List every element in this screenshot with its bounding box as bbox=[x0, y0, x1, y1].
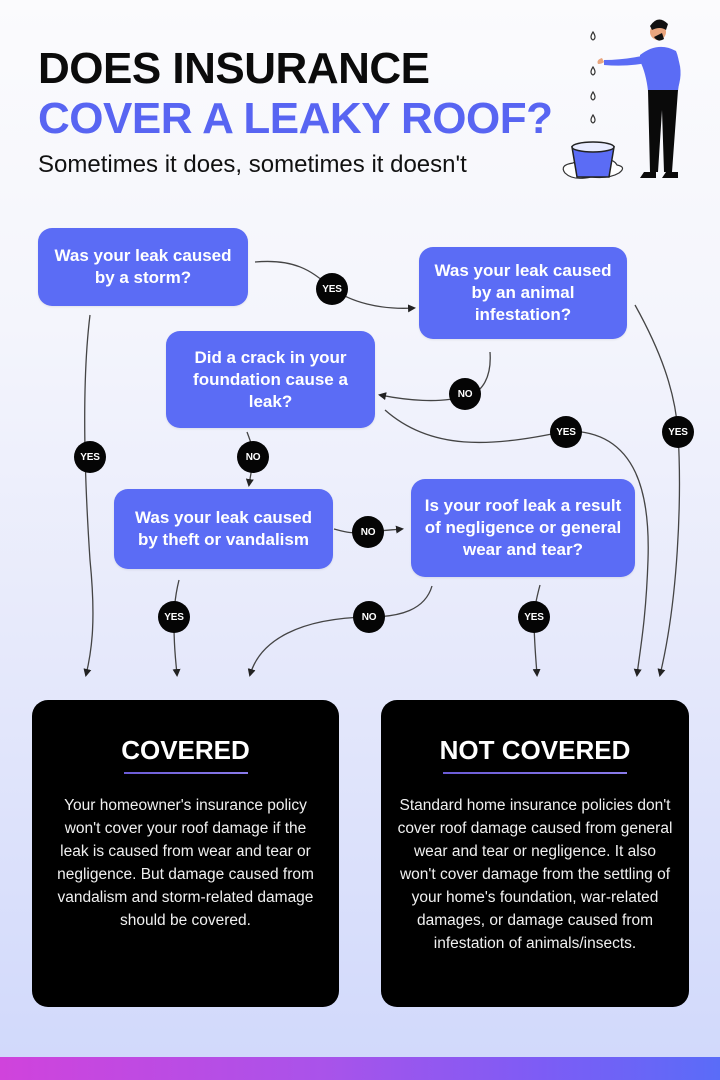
no-badge: NO bbox=[352, 516, 384, 548]
question-animal: Was your leak caused by an animal infest… bbox=[419, 247, 627, 339]
no-badge: NO bbox=[449, 378, 481, 410]
yes-badge: YES bbox=[316, 273, 348, 305]
question-storm-text: Was your leak caused by a storm? bbox=[54, 246, 232, 287]
covered-title: COVERED bbox=[121, 735, 250, 765]
question-foundation: Did a crack in your foundation cause a l… bbox=[166, 331, 375, 428]
question-negligence-text: Is your roof leak a result of negligence… bbox=[424, 496, 622, 559]
man-with-bucket-icon bbox=[562, 19, 681, 179]
title-line-2: COVER A LEAKY ROOF? bbox=[38, 94, 553, 143]
not-covered-box: NOT COVERED Standard home insurance poli… bbox=[381, 700, 689, 1007]
covered-body: Your homeowner's insurance policy won't … bbox=[57, 797, 314, 929]
not-covered-title: NOT COVERED bbox=[439, 735, 631, 765]
question-theft-text: Was your leak caused by theft or vandali… bbox=[134, 508, 312, 549]
not-covered-divider bbox=[443, 772, 627, 774]
yes-badge: YES bbox=[74, 441, 106, 473]
no-badge: NO bbox=[353, 601, 385, 633]
yes-badge: YES bbox=[158, 601, 190, 633]
subtitle: Sometimes it does, sometimes it doesn't bbox=[38, 151, 467, 178]
question-animal-text: Was your leak caused by an animal infest… bbox=[434, 261, 612, 324]
question-storm: Was your leak caused by a storm? bbox=[38, 228, 248, 306]
question-foundation-text: Did a crack in your foundation cause a l… bbox=[193, 347, 348, 411]
bottom-gradient-bar bbox=[0, 1057, 720, 1080]
yes-badge: YES bbox=[518, 601, 550, 633]
yes-badge: YES bbox=[662, 416, 694, 448]
question-theft: Was your leak caused by theft or vandali… bbox=[114, 489, 333, 569]
question-negligence: Is your roof leak a result of negligence… bbox=[411, 479, 635, 577]
covered-divider bbox=[123, 772, 248, 774]
no-badge: NO bbox=[237, 441, 269, 473]
title-line-1: DOES INSURANCE bbox=[38, 44, 430, 93]
yes-badge: YES bbox=[550, 416, 582, 448]
covered-box: COVERED Your homeowner's insurance polic… bbox=[32, 700, 339, 1007]
not-covered-body: Standard home insurance policies don't c… bbox=[397, 797, 673, 952]
